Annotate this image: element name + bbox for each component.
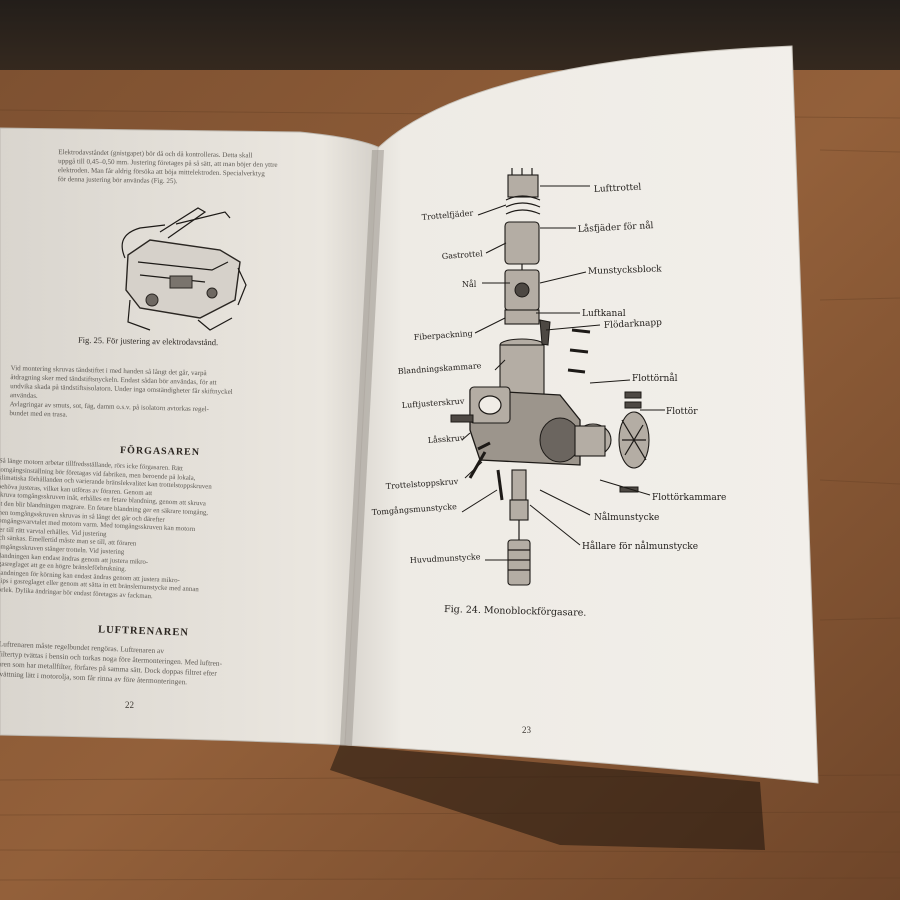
label-lasfjader: Låsfjäder för nål bbox=[578, 219, 654, 235]
label-hallare: Hållare för nålmunstycke bbox=[582, 540, 698, 552]
label-luftkanal: Luftkanal bbox=[582, 309, 626, 319]
fig24-caption: Fig. 24. Monoblockförgasare. bbox=[444, 604, 587, 619]
forgasaren-paragraph: Så länge motorn arbetar tillfredsställan… bbox=[0, 457, 213, 604]
label-lasskruv: Låsskruv bbox=[428, 433, 466, 445]
spark-plug-gauge-illustration bbox=[121, 207, 247, 331]
label-fiberpackning: Fiberpackning bbox=[414, 329, 473, 342]
label-flottornal: Flottörnål bbox=[632, 372, 678, 384]
label-luftjusterskruv: Luftjusterskruv bbox=[402, 397, 466, 410]
label-flodarknapp: Flödarknapp bbox=[604, 318, 663, 331]
label-huvudmunstycke: Huvudmunstycke bbox=[410, 552, 481, 565]
intro-paragraph: Elektrodavståndet (gnistgapet) bör då oc… bbox=[58, 148, 278, 188]
label-munstycksblock: Munstycksblock bbox=[588, 264, 663, 277]
left-page-number: 22 bbox=[125, 700, 134, 710]
right-page bbox=[344, 45, 819, 784]
label-flottorkammare: Flottörkammare bbox=[652, 493, 726, 503]
gutter-shadow bbox=[340, 150, 384, 746]
carburetor-exploded-illustration bbox=[450, 168, 650, 586]
left-page bbox=[0, 127, 381, 746]
label-nalmunstycke: Nålmunstycke bbox=[594, 511, 659, 523]
label-gastrottel: Gastrottel bbox=[442, 249, 484, 261]
label-leader-lines bbox=[461, 185, 665, 561]
booklet-shadow bbox=[330, 745, 765, 850]
mounting-paragraph: Vid montering skruvas tändstiftet i med … bbox=[9, 364, 233, 424]
label-lufttrottel: Lufttrottel bbox=[594, 183, 642, 195]
heading-forgasaren: FÖRGASAREN bbox=[119, 444, 201, 459]
callout-labels: Lufttrottel Trottelfjäder Låsfjäder för … bbox=[372, 183, 727, 565]
label-flottor: Flottör bbox=[666, 407, 698, 417]
label-trottelfjader: Trottelfjäder bbox=[421, 209, 473, 222]
label-nal: Nål bbox=[462, 280, 477, 289]
right-page-number: 23 bbox=[522, 725, 532, 735]
